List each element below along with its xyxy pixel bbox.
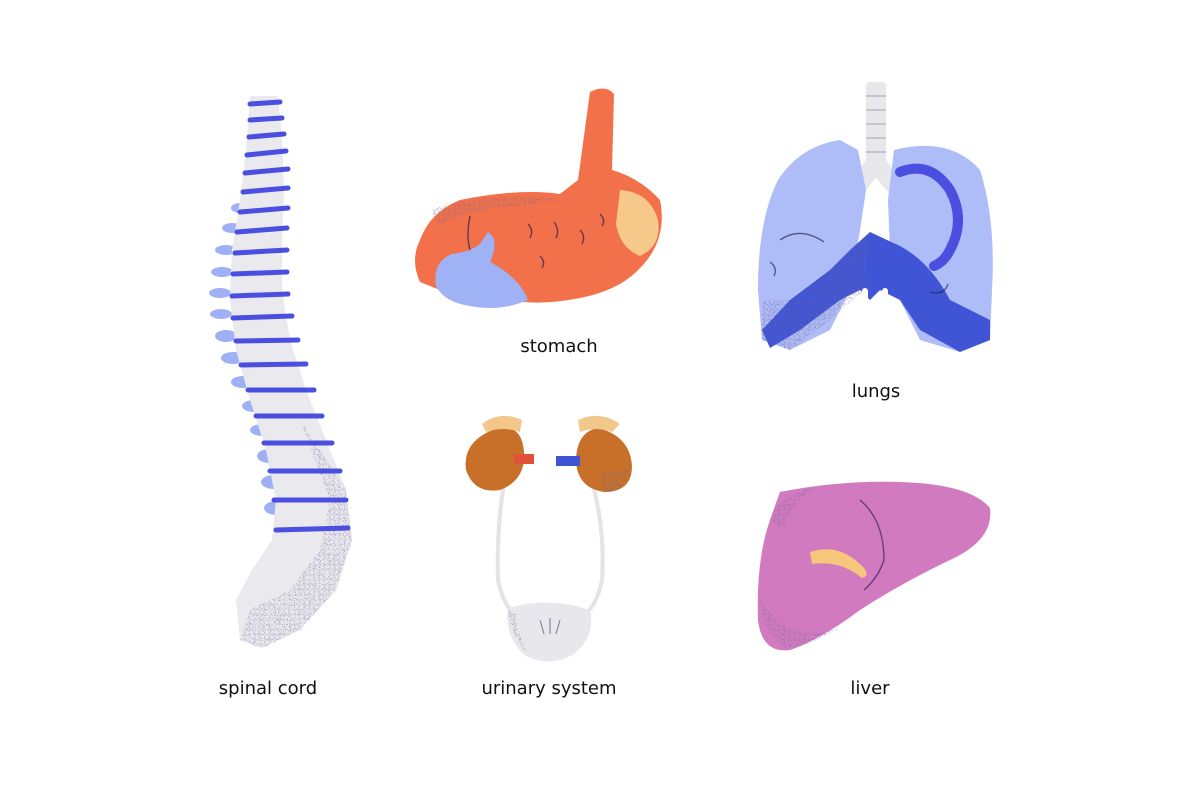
stomach-label: stomach bbox=[520, 336, 598, 357]
spine-discs bbox=[229, 99, 351, 533]
kidney-left bbox=[465, 427, 525, 491]
liver-lobe-line bbox=[859, 499, 885, 591]
lungs-illustration bbox=[758, 82, 993, 352]
bladder-shade bbox=[508, 610, 530, 656]
spine-shade bbox=[240, 420, 352, 648]
spinal-cord-label: spinal cord bbox=[218, 678, 318, 699]
adrenal-right bbox=[578, 415, 620, 432]
renal-vessel-right bbox=[556, 456, 580, 466]
stomach-duodenum bbox=[435, 232, 528, 308]
stomach-shade bbox=[430, 196, 560, 226]
liver-label: liver bbox=[850, 678, 890, 699]
lungs-outlines bbox=[769, 232, 949, 294]
lungs-diaphragm bbox=[762, 232, 990, 352]
lungs-gap-right bbox=[882, 288, 888, 330]
liver-shade bbox=[760, 486, 840, 650]
lungs-gap-left bbox=[862, 288, 868, 330]
lungs-bronchus bbox=[895, 163, 963, 271]
liver-illustration bbox=[757, 481, 991, 651]
lungs-label: lungs bbox=[851, 381, 901, 402]
kidney-shade bbox=[600, 466, 630, 492]
stomach-illustration bbox=[415, 88, 662, 308]
spinal-cord-illustration bbox=[209, 96, 352, 648]
adrenal-left bbox=[482, 415, 522, 432]
stomach-folds bbox=[467, 213, 605, 269]
urinary-system-illustration bbox=[465, 415, 632, 662]
stomach-accent bbox=[616, 190, 659, 256]
bladder bbox=[507, 602, 592, 662]
liver-body bbox=[757, 481, 991, 651]
bladder-lines bbox=[539, 618, 561, 635]
urinary-system-label: urinary system bbox=[481, 678, 617, 699]
spine-body bbox=[230, 96, 352, 648]
liver-accent bbox=[810, 549, 867, 578]
renal-vessel-left bbox=[514, 454, 534, 464]
lungs-shade bbox=[762, 232, 870, 350]
